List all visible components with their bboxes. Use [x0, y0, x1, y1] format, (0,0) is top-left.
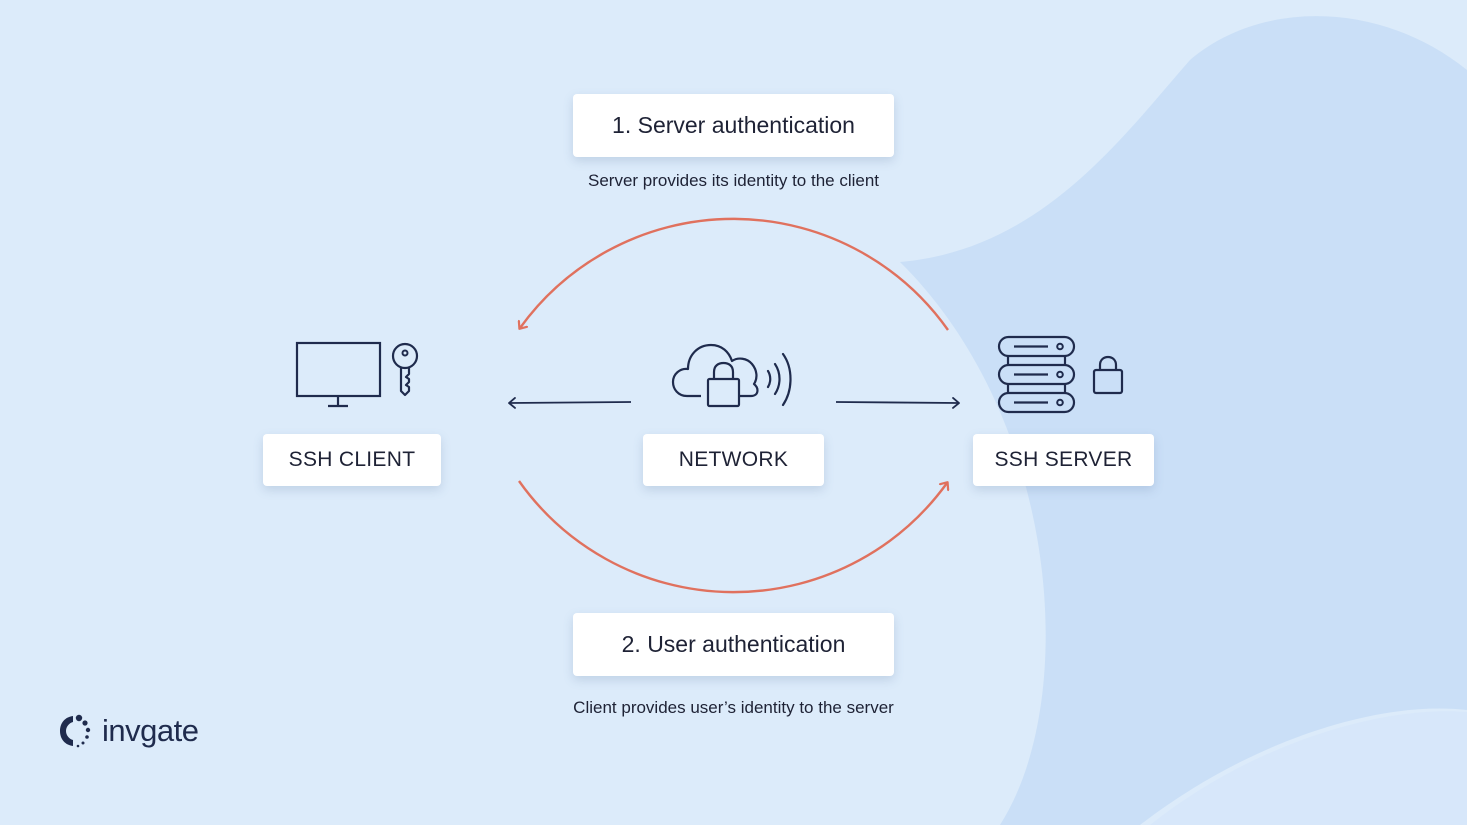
user-authentication-label: 2. User authentication	[621, 631, 846, 657]
ssh-server-card: SSH SERVER	[973, 434, 1154, 486]
server-authentication-card: 1. Server authentication	[573, 94, 894, 157]
client-to-server-arc	[518, 480, 947, 594]
server-authentication-caption: Server provides its identity to the clie…	[587, 171, 880, 190]
server-authentication-label: 1. Server authentication	[612, 112, 855, 138]
signal-waves-icon	[766, 352, 792, 407]
ssh-server-label: SSH SERVER	[994, 448, 1133, 471]
network-card: NETWORK	[643, 434, 824, 486]
invgate-logo-icon	[60, 714, 91, 748]
user-authentication-caption: Client provides user’s identity to the s…	[573, 698, 894, 717]
cloud-lock-icon	[671, 343, 759, 408]
padlock-icon	[1092, 355, 1124, 395]
server-to-client-arc	[520, 217, 949, 331]
server-stack-icon	[997, 335, 1076, 414]
network-to-server-arrow	[835, 397, 960, 409]
user-authentication-card: 2. User authentication	[573, 613, 894, 676]
key-icon	[391, 342, 419, 397]
network-label: NETWORK	[678, 448, 789, 471]
invgate-logo: invgate	[58, 710, 199, 752]
network-to-client-arrow	[508, 397, 632, 409]
ssh-client-card: SSH CLIENT	[263, 434, 441, 486]
invgate-wordmark: invgate	[102, 713, 199, 748]
ssh-client-label: SSH CLIENT	[288, 448, 416, 471]
monitor-icon	[295, 341, 382, 408]
